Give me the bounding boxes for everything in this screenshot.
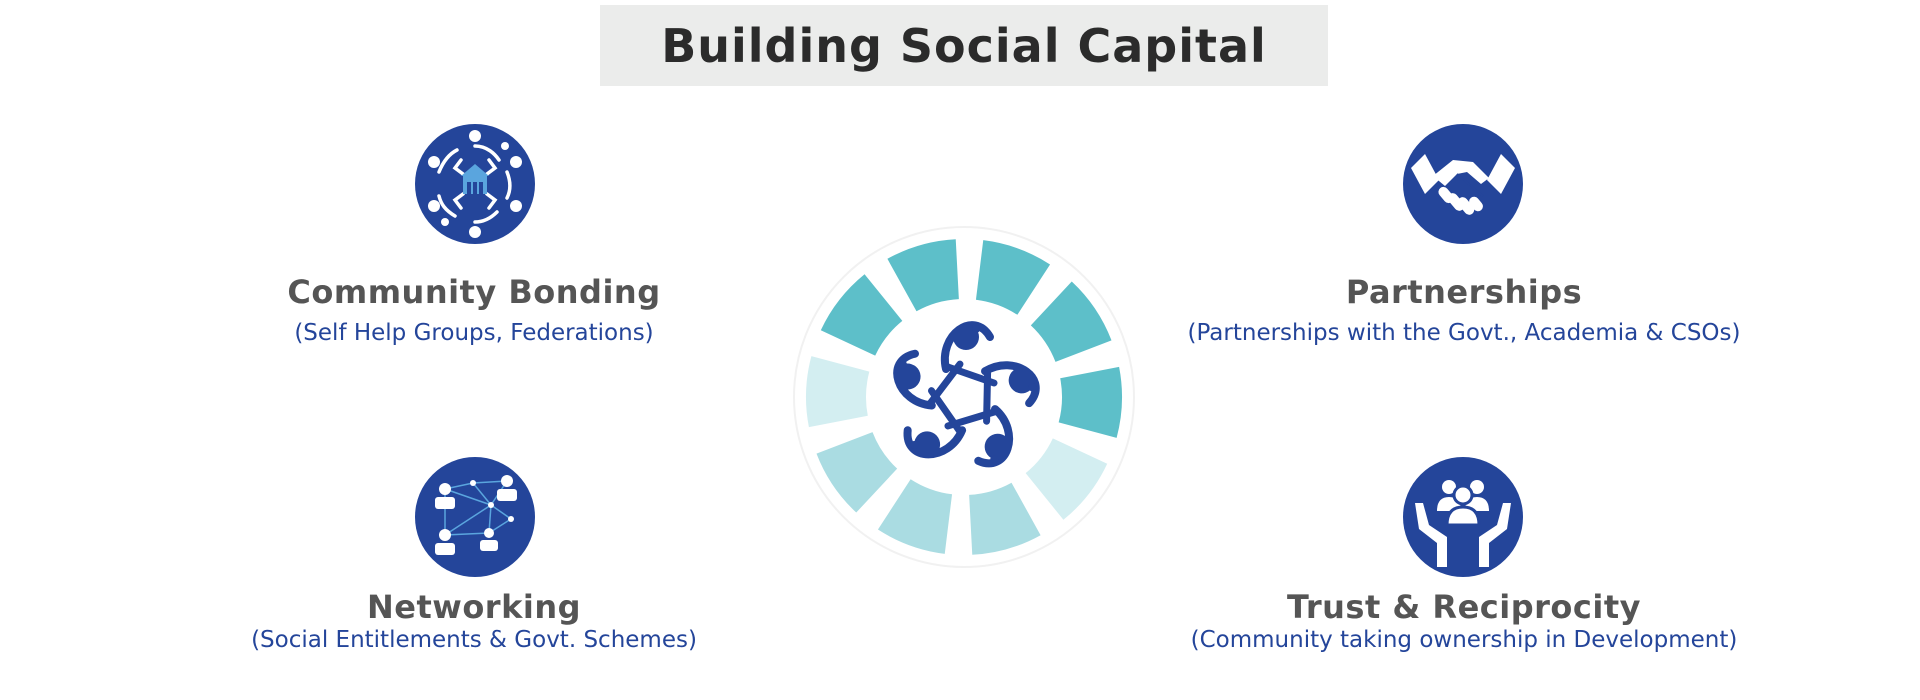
hub-ring-segment [1025,438,1108,520]
people-circle-house-icon [415,124,535,244]
page-title: Building Social Capital [661,18,1267,73]
title-banner: Building Social Capital [600,5,1328,86]
hub-person [893,349,964,410]
node-title-community-bonding: Community Bonding [287,273,661,311]
handshake-icon [1403,124,1523,244]
five-people-linked-icon [893,321,1040,468]
node-subtitle-community-bonding: (Self Help Groups, Federations) [294,320,654,346]
node-subtitle-trust-reciprocity: (Community taking ownership in Developme… [1190,627,1738,653]
hub-ring-segment [1058,366,1122,438]
hub-ring-segment [877,479,953,554]
hub-ring-segment [1030,281,1112,362]
node-title-networking: Networking [366,588,582,626]
hub-ring-segment [969,482,1041,555]
hub-ring-segment [975,240,1051,315]
node-subtitle-partnerships: (Partnerships with the Govt., Academia &… [1187,320,1741,346]
hub-ring-segment [887,239,959,312]
node-title-partnerships: Partnerships [1345,273,1583,311]
node-subtitle-networking: (Social Entitlements & Govt. Schemes) [251,627,697,653]
hub-segments [806,239,1122,555]
node-title-trust-reciprocity: Trust & Reciprocity [1287,588,1641,626]
hands-holding-people-icon [1403,457,1523,577]
network-people-icon [415,457,535,577]
central-hub [792,225,1136,569]
hub-ring-segment [806,356,870,428]
hub-person [981,361,1040,425]
hub-ring-segment [816,432,898,513]
hub-ring-segment [820,274,903,356]
